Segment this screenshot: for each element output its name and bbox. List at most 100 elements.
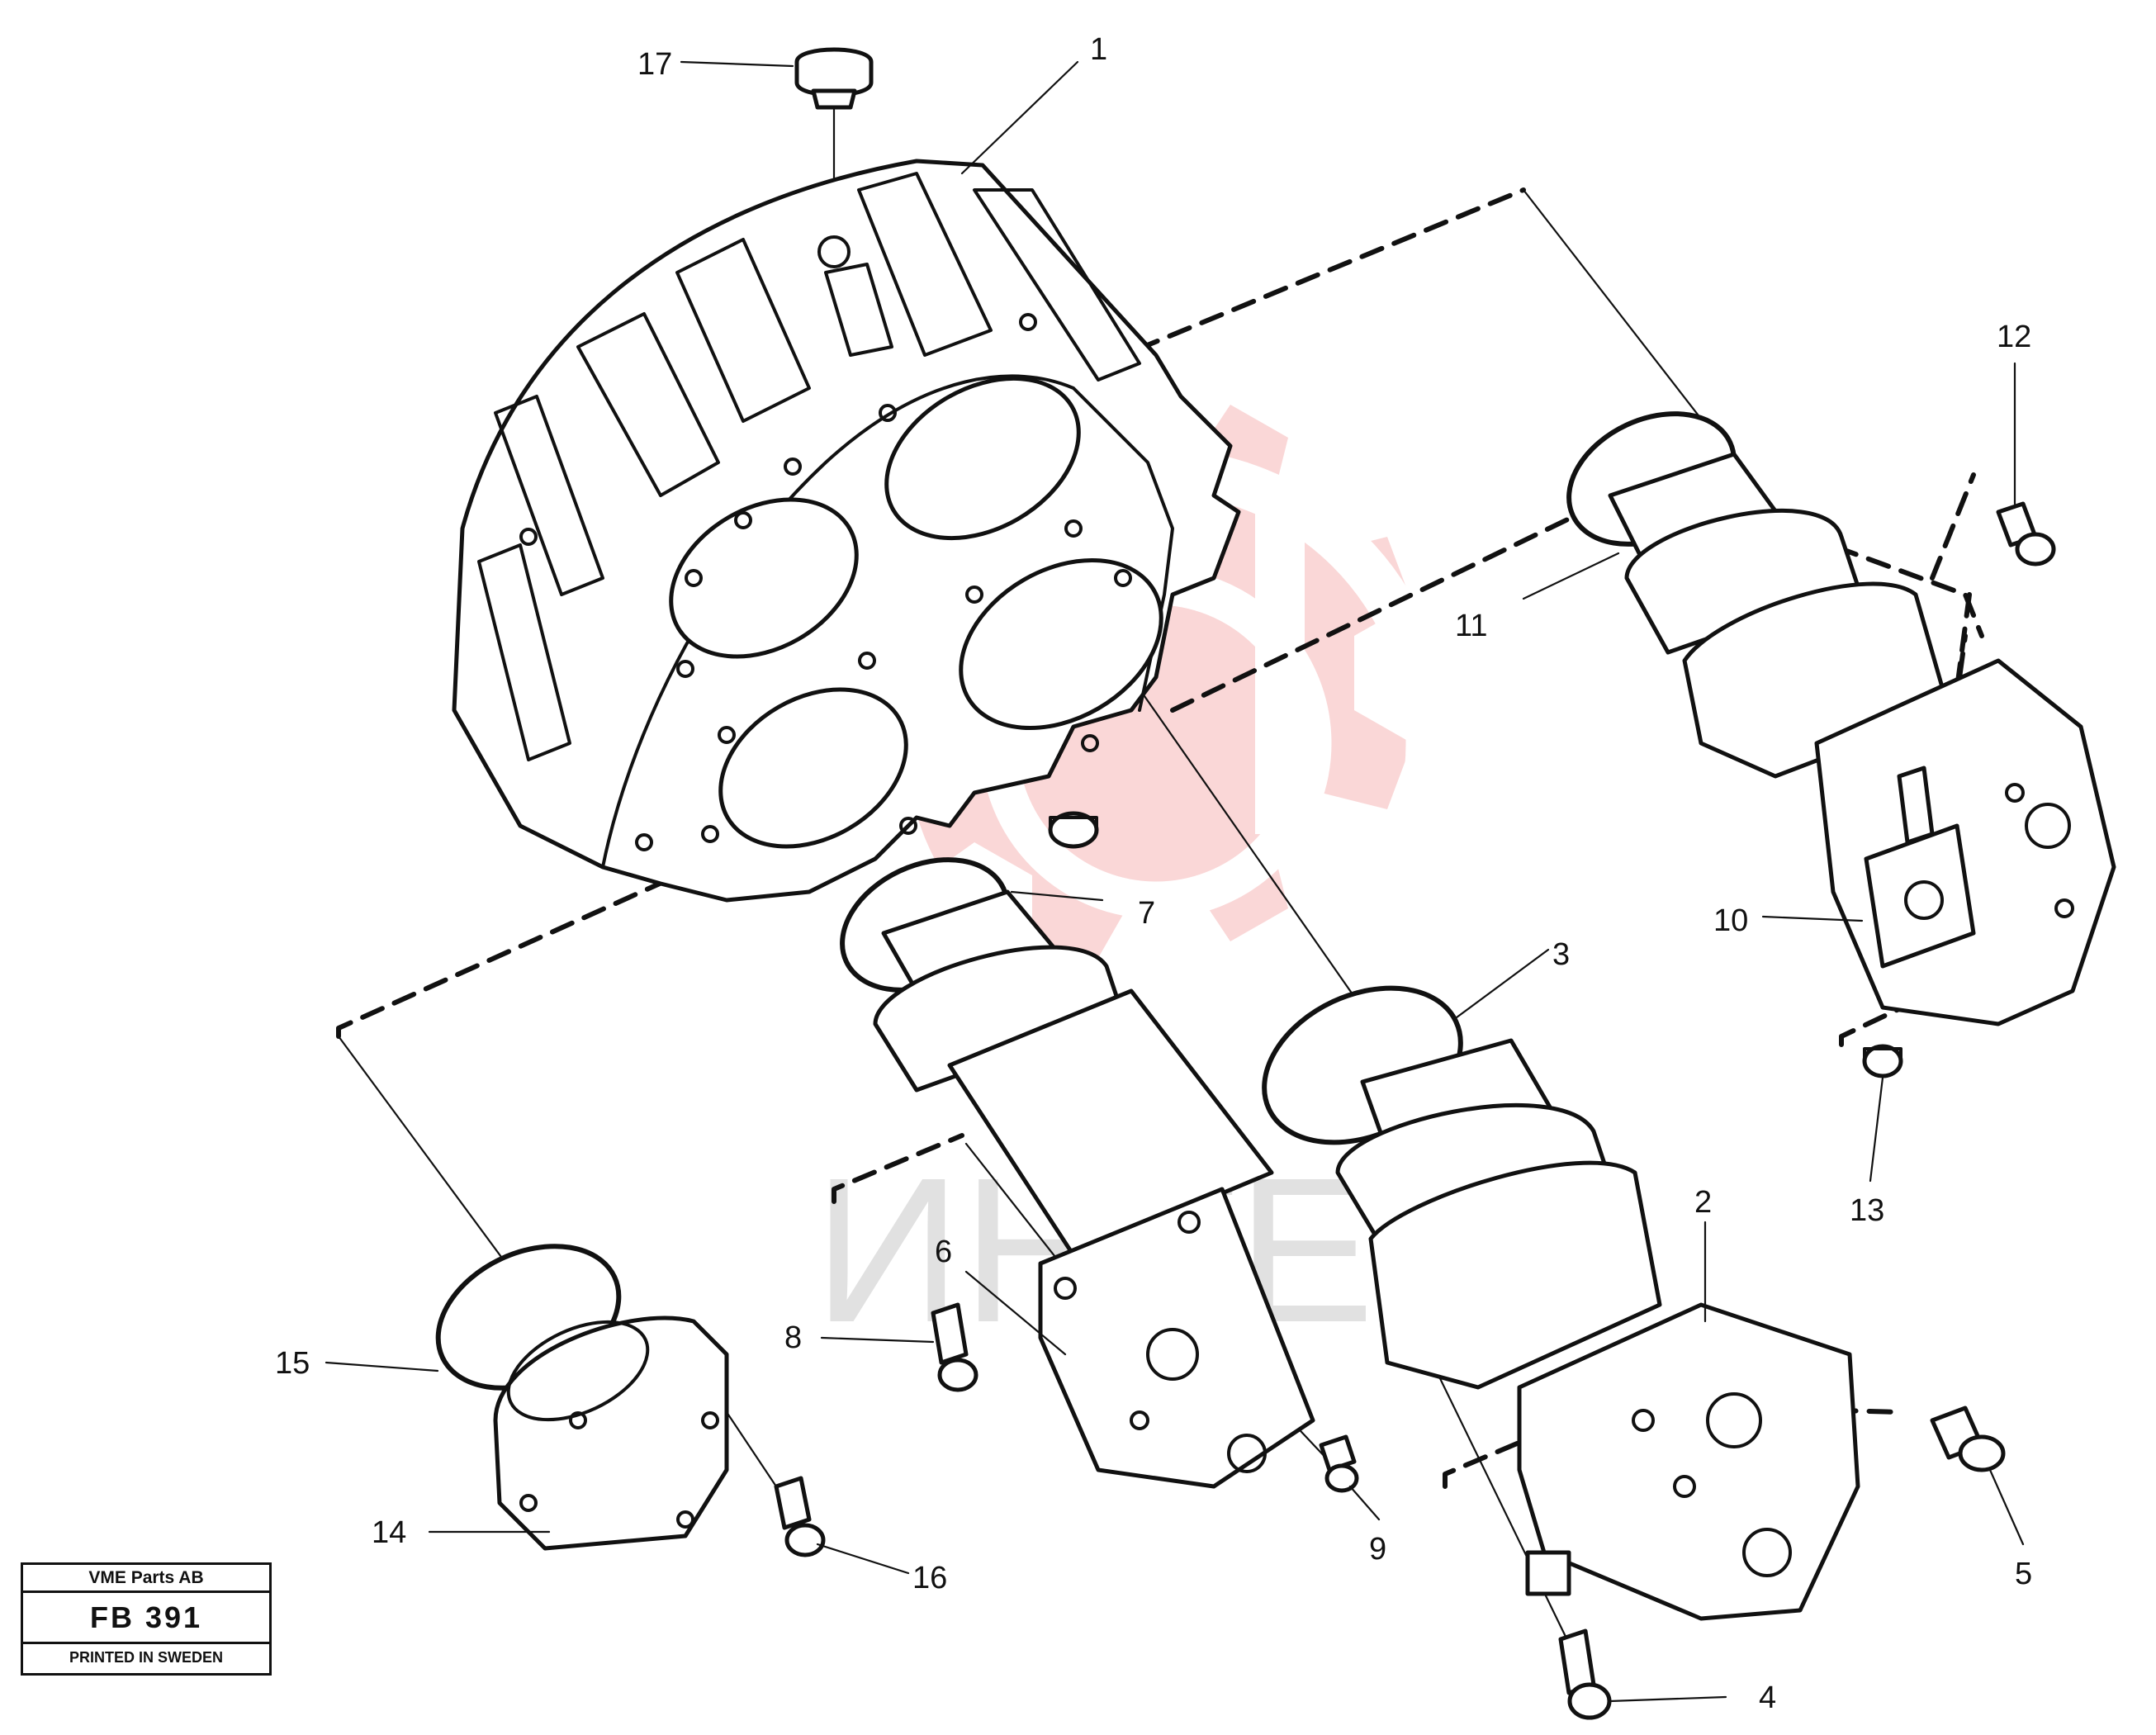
- housing-rib: [477, 543, 571, 761]
- motor2-port: [1742, 1528, 1792, 1577]
- housing-part-1: [452, 159, 1241, 903]
- callout-15: 15: [275, 1346, 310, 1381]
- cover-rim: [506, 1320, 650, 1422]
- housing-bolt-holes: [519, 313, 1132, 851]
- cap-thread: [811, 88, 857, 110]
- motor2-valve: [1517, 1302, 1860, 1621]
- dash-line-12: [1930, 472, 1976, 581]
- title-block-company: VME Parts AB: [23, 1565, 269, 1593]
- bolt-part-8: [931, 1302, 978, 1392]
- cover-hole: [519, 1494, 538, 1512]
- cover-hole: [676, 1510, 694, 1529]
- motor-part-6: [873, 889, 1315, 1489]
- housing-rib: [675, 238, 811, 423]
- motor-part-10: [1608, 452, 2116, 1026]
- housing-bore-right: [959, 558, 1163, 730]
- leader-15: [325, 1361, 439, 1372]
- motor6-body: [947, 988, 1274, 1258]
- leader-8: [820, 1336, 935, 1344]
- motor6-hole: [1054, 1277, 1077, 1300]
- callout-8: 8: [784, 1320, 802, 1355]
- callout-16: 16: [912, 1561, 947, 1595]
- motor6-gear: [873, 945, 1125, 1093]
- bolt-part-16: [774, 1476, 826, 1557]
- leader-4: [1609, 1695, 1727, 1703]
- callout-9: 9: [1369, 1532, 1386, 1567]
- callout-11: 11: [1455, 609, 1487, 643]
- leader-13: [1869, 1076, 1884, 1183]
- housing-slot: [824, 263, 893, 357]
- centerline-left: [337, 1035, 526, 1290]
- callout-13: 13: [1850, 1193, 1884, 1228]
- leader-17: [680, 60, 794, 68]
- leader-3: [1452, 948, 1550, 1022]
- motor10-port: [1904, 880, 1944, 920]
- housing-plug: [1048, 811, 1099, 849]
- leader-16: [816, 1543, 910, 1575]
- motor6-port: [1227, 1434, 1267, 1473]
- leader-6: [964, 1270, 1067, 1356]
- plug-part-5: [1930, 1406, 2006, 1472]
- cap-knurl: [794, 47, 874, 97]
- motor6-hole: [1130, 1410, 1149, 1430]
- callout-1: 1: [1090, 32, 1107, 67]
- housing-port: [817, 235, 851, 268]
- motor6-port: [1146, 1328, 1199, 1381]
- housing-rib: [576, 312, 720, 497]
- housing-bore-bottom: [718, 687, 908, 849]
- motor10-hole: [2005, 783, 2025, 803]
- cover-hole: [569, 1411, 587, 1429]
- housing-rib: [494, 395, 604, 596]
- callout-3: 3: [1552, 937, 1570, 972]
- housing-bore-left: [669, 497, 859, 659]
- motor10-fitting: [1897, 766, 1935, 845]
- motor6-hole: [1178, 1211, 1201, 1234]
- motor10-gear: [1624, 509, 1860, 655]
- motor10-hole: [2054, 898, 2074, 918]
- motor2-hole: [1632, 1409, 1655, 1432]
- cover-part-14: [493, 1315, 729, 1551]
- motor2-hole: [1673, 1475, 1696, 1498]
- leader-5: [1988, 1468, 2025, 1546]
- leader-lines: [325, 60, 2025, 1703]
- leader-9: [1348, 1485, 1381, 1521]
- title-block: VME Parts AB FB 391 PRINTED IN SWEDEN: [21, 1562, 272, 1676]
- callout-12: 12: [1997, 320, 2031, 354]
- leader-7: [1010, 890, 1104, 902]
- callout-4: 4: [1759, 1680, 1776, 1715]
- callout-10: 10: [1713, 903, 1748, 938]
- callout-6: 6: [935, 1235, 952, 1269]
- motor2-fitting: [1525, 1550, 1571, 1596]
- cap-part-17: [794, 47, 874, 110]
- plug-part-13: [1862, 1044, 1903, 1078]
- bolt-part-12: [1996, 501, 2056, 566]
- cover-hole: [701, 1411, 719, 1429]
- leader-11: [1522, 552, 1620, 600]
- callout-14: 14: [372, 1515, 406, 1550]
- motor2-port: [1706, 1392, 1762, 1448]
- motor2-body: [1368, 1160, 1662, 1390]
- callout-2: 2: [1694, 1185, 1712, 1220]
- bolt-part-9: [1319, 1434, 1359, 1493]
- motor-part-2: [1335, 1038, 1860, 1621]
- callout-17: 17: [637, 47, 672, 82]
- leader-1: [960, 60, 1079, 175]
- housing-rib: [857, 172, 993, 357]
- dash-line-13: [1839, 955, 2009, 1047]
- dash-line-mid: [832, 1133, 964, 1204]
- housing-front-face: [601, 374, 1174, 869]
- callout-5: 5: [2015, 1557, 2032, 1591]
- callout-labels: 17 1 12 11 7 3 10 13 6 2 8 9 15 16 14 5 …: [275, 32, 2032, 1715]
- leader-10: [1761, 915, 1864, 922]
- housing-rib: [973, 188, 1141, 382]
- title-block-code: FB 391: [23, 1593, 269, 1644]
- callout-7: 7: [1138, 896, 1155, 931]
- motor10-port: [2025, 803, 2071, 849]
- motor6-valve: [1038, 1187, 1315, 1489]
- centerline-right: [1522, 188, 1711, 431]
- bolt-part-4: [1558, 1628, 1612, 1720]
- housing-bore-top: [884, 376, 1081, 541]
- title-block-printed: PRINTED IN SWEDEN: [69, 1649, 223, 1666]
